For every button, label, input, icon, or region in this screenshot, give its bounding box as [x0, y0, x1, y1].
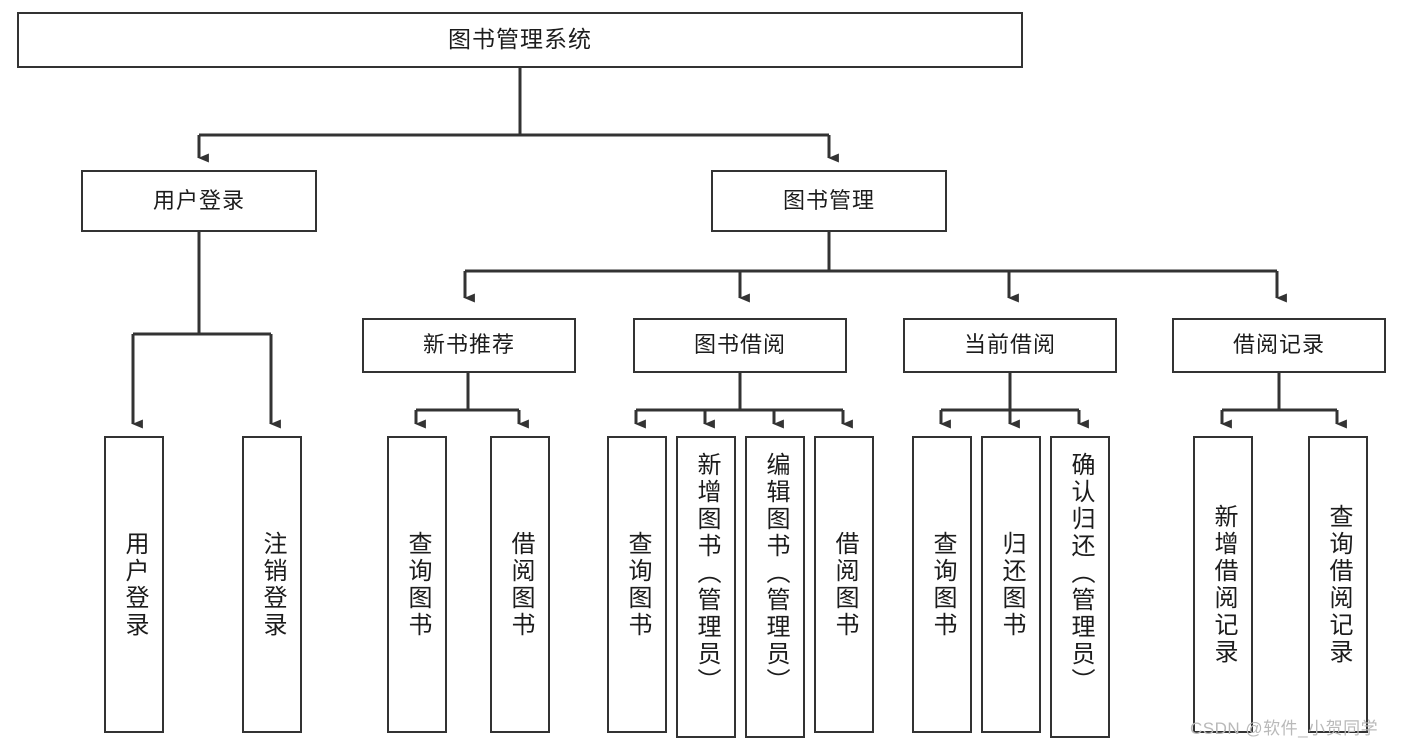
- leaf-borrow-book-recommend[interactable]: 借阅图书: [490, 436, 550, 733]
- leaf-user-login[interactable]: 用户登录: [104, 436, 164, 733]
- leaf-edit-book-admin[interactable]: 编辑图书（管理员）: [745, 436, 805, 738]
- csdn-watermark: CSDN @软件_小贺同学: [1190, 719, 1379, 738]
- node-new-book-recommend[interactable]: 新书推荐: [362, 318, 576, 373]
- leaf-query-book-recommend[interactable]: 查询图书: [387, 436, 447, 733]
- node-current-borrow[interactable]: 当前借阅: [903, 318, 1117, 373]
- leaf-return-book[interactable]: 归还图书: [981, 436, 1041, 733]
- leaf-query-book-borrow[interactable]: 查询图书: [607, 436, 667, 733]
- leaf-logout[interactable]: 注销登录: [242, 436, 302, 733]
- node-root[interactable]: 图书管理系统: [17, 12, 1023, 68]
- node-user-login[interactable]: 用户登录: [81, 170, 317, 232]
- node-book-management[interactable]: 图书管理: [711, 170, 947, 232]
- node-borrow-record[interactable]: 借阅记录: [1172, 318, 1386, 373]
- leaf-borrow-book[interactable]: 借阅图书: [814, 436, 874, 733]
- leaf-add-borrow-record[interactable]: 新增借阅记录: [1193, 436, 1253, 733]
- leaf-query-borrow-record[interactable]: 查询借阅记录: [1308, 436, 1368, 733]
- leaf-confirm-return-admin[interactable]: 确认归还（管理员）: [1050, 436, 1110, 738]
- leaf-query-book-current[interactable]: 查询图书: [912, 436, 972, 733]
- node-book-borrow[interactable]: 图书借阅: [633, 318, 847, 373]
- leaf-add-book-admin[interactable]: 新增图书（管理员）: [676, 436, 736, 738]
